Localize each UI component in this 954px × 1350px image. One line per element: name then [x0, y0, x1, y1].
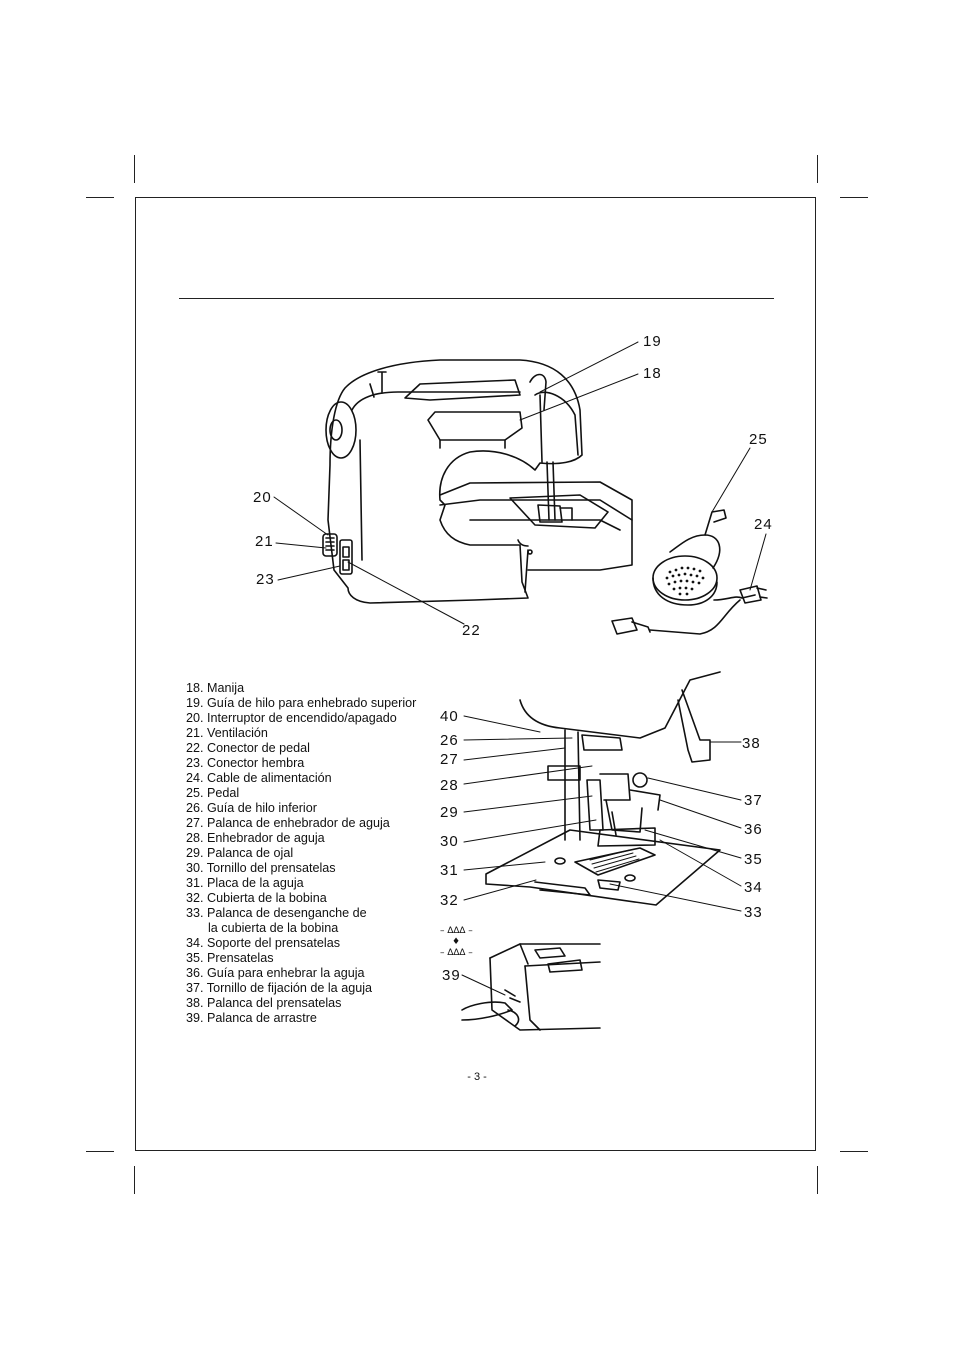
leader-lines	[273, 341, 767, 996]
crop-mark	[134, 155, 135, 183]
callout-40: 40	[440, 708, 459, 725]
callout-26: 26	[440, 732, 459, 749]
callout-29: 29	[440, 804, 459, 821]
legend-item: 20. Interruptor de encendido/apagado	[186, 711, 397, 725]
legend-item: 37. Tornillo de fijación de la aguja	[186, 981, 373, 995]
legend-item: 19. Guía de hilo para enhebrado superior	[186, 696, 417, 710]
callout-37: 37	[744, 792, 763, 809]
legend-item: 26. Guía de hilo inferior	[186, 801, 317, 815]
callout-39: 39	[442, 967, 461, 984]
crop-mark	[134, 1166, 135, 1194]
legend-item: 27. Palanca de enhebrador de aguja	[186, 816, 390, 830]
callout-24: 24	[754, 516, 773, 533]
callout-20: 20	[253, 489, 272, 506]
callout-33: 33	[744, 904, 763, 921]
pedal-dots	[665, 566, 705, 596]
drop-feed-illustration	[461, 943, 601, 1031]
legend-item: 22. Conector de pedal	[186, 741, 310, 755]
legend-item: 34. Soporte del prensatelas	[186, 936, 341, 950]
parts-legend: 18. Manija 19. Guía de hilo para enhebra…	[186, 681, 416, 1026]
callout-27: 27	[440, 751, 459, 768]
feed-dog-lines	[589, 849, 640, 873]
legend-item: 32. Cubierta de la bobina	[186, 891, 327, 905]
legend-item: 33. Palanca de desenganche de	[186, 906, 367, 920]
crop-mark	[840, 1151, 868, 1152]
legend-item: 24. Cable de alimentación	[186, 771, 332, 785]
callout-28: 28	[440, 777, 459, 794]
callout-38: 38	[742, 735, 761, 752]
foot-pedal-illustration	[611, 509, 768, 635]
page-number: - 3 -	[467, 1071, 487, 1083]
legend-item: 18. Manija	[186, 681, 245, 695]
legend-item: 30. Tornillo del prensatelas	[186, 861, 336, 875]
callout-21: 21	[255, 533, 274, 550]
stitch-symbol-bottom: – ∆∆∆ –	[440, 948, 473, 958]
legend-item: 38. Palanca del prensatelas	[186, 996, 342, 1010]
crop-mark	[86, 1151, 114, 1152]
legend-item-continuation: la cubierta de la bobina	[208, 921, 339, 935]
legend-item: 25. Pedal	[186, 786, 240, 800]
crop-mark	[817, 1166, 818, 1194]
callout-22: 22	[462, 622, 481, 639]
crop-mark	[840, 197, 868, 198]
header-rule	[179, 298, 774, 299]
callout-23: 23	[256, 571, 275, 588]
legend-item: 39. Palanca de arrastre	[186, 1011, 317, 1025]
callout-19: 19	[643, 333, 662, 350]
callout-32: 32	[440, 892, 459, 909]
legend-item: 36. Guía para enhebrar la aguja	[186, 966, 365, 980]
stitch-symbol-top: – ∆∆∆ –	[440, 926, 473, 936]
legend-item: 23. Conector hembra	[186, 756, 305, 770]
legend-item: 31. Placa de la aguja	[186, 876, 304, 890]
callout-30: 30	[440, 833, 459, 850]
page-frame	[135, 197, 816, 1151]
callout-34: 34	[744, 879, 763, 896]
stitch-symbol-arrow: ♦	[452, 937, 460, 947]
callout-25: 25	[749, 431, 768, 448]
crop-mark	[86, 197, 114, 198]
legend-item: 35. Prensatelas	[186, 951, 274, 965]
callout-36: 36	[744, 821, 763, 838]
legend-item: 21. Ventilación	[186, 726, 268, 740]
sewing-machine-illustration	[322, 359, 633, 604]
callout-31: 31	[440, 862, 459, 879]
needle-area-illustration	[485, 671, 721, 906]
callout-18: 18	[643, 365, 662, 382]
callout-35: 35	[744, 851, 763, 868]
legend-item: 28. Enhebrador de aguja	[186, 831, 325, 845]
legend-item: 29. Palanca de ojal	[186, 846, 294, 860]
crop-mark	[817, 155, 818, 183]
